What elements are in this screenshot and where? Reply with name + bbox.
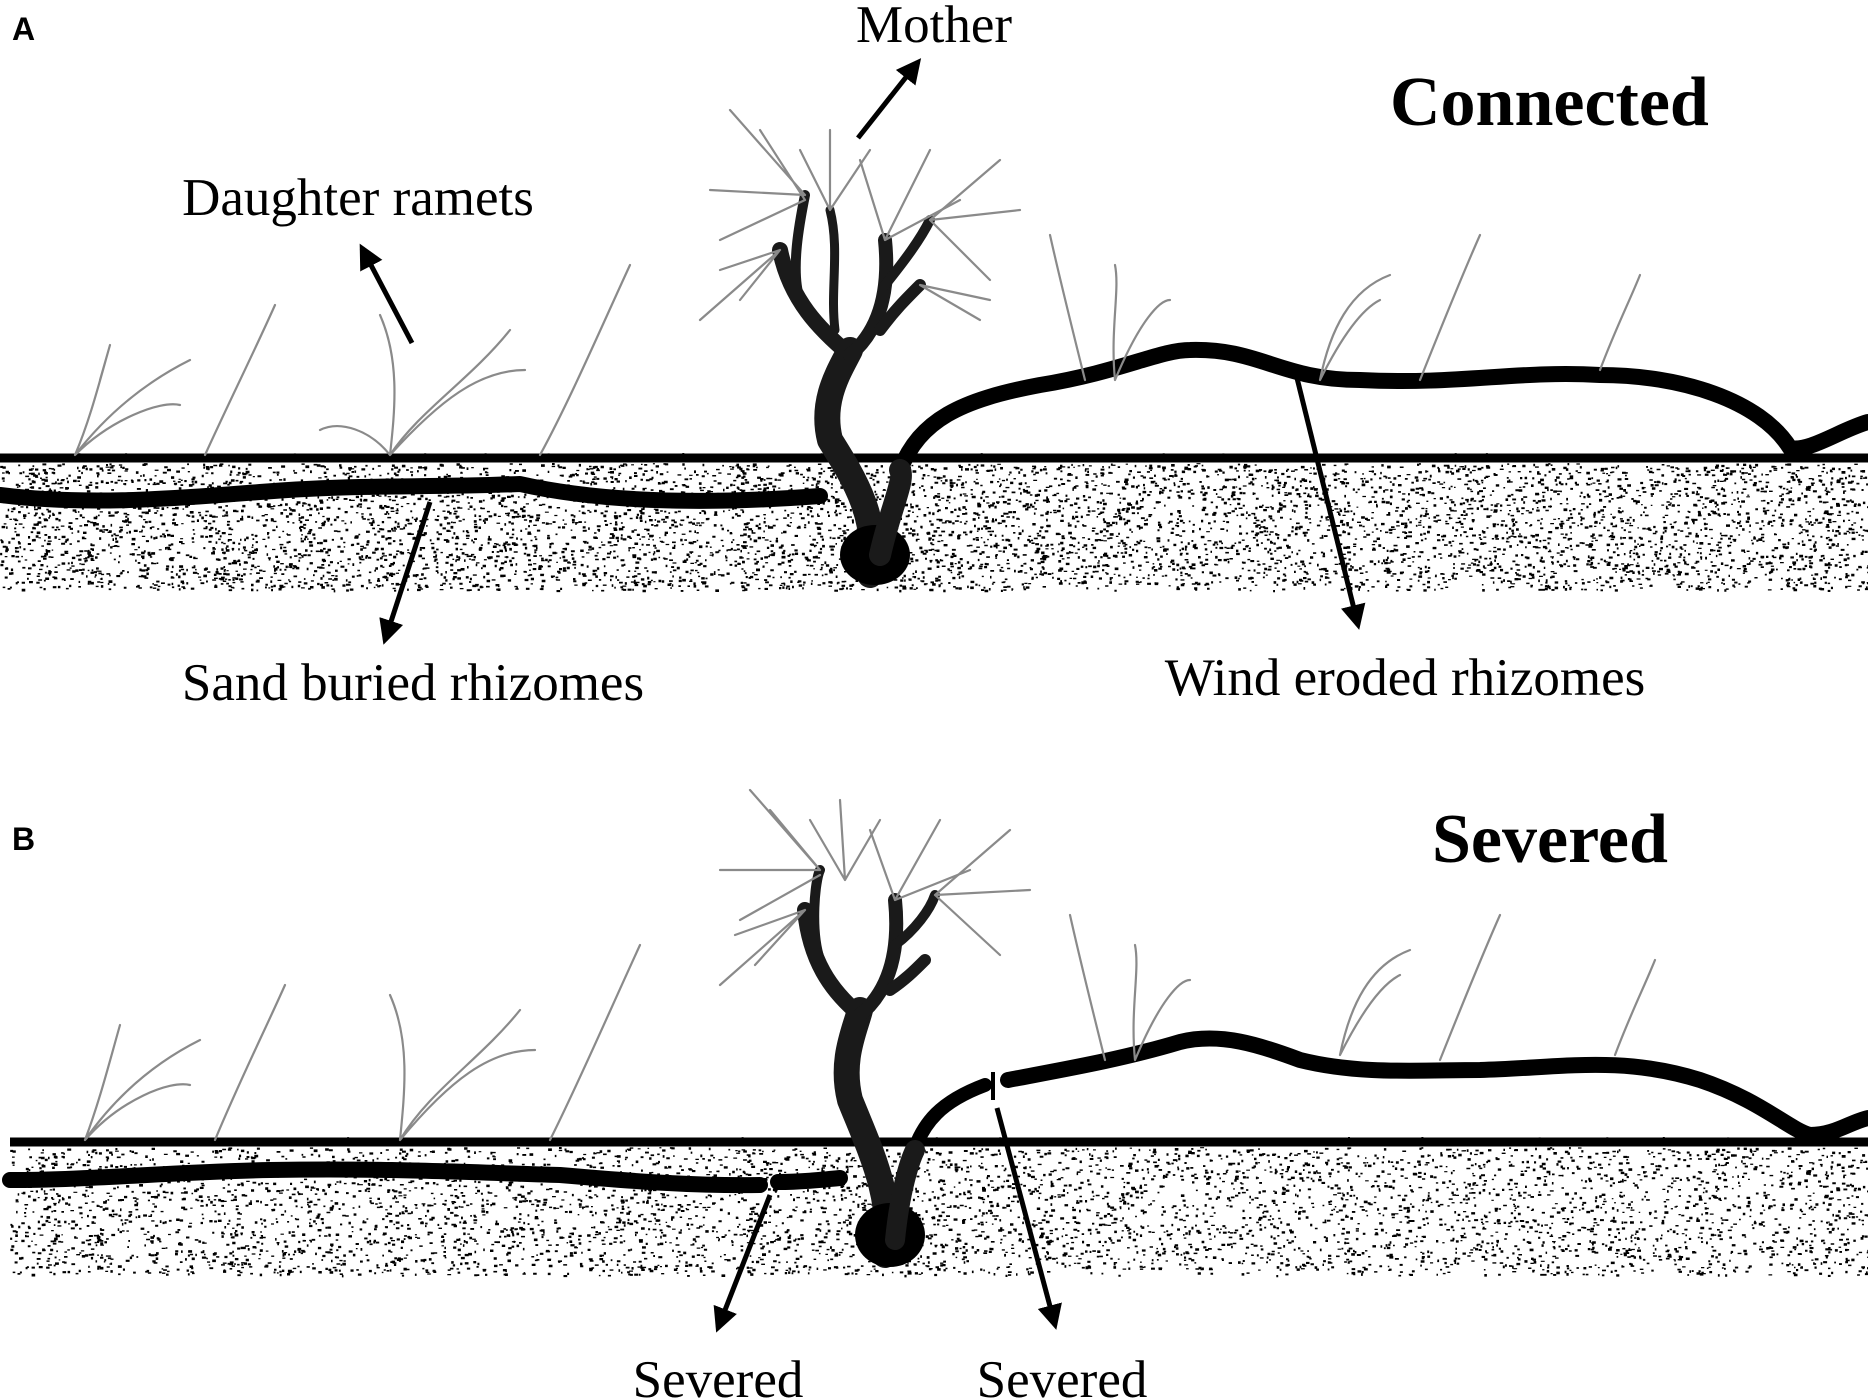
panel-b: B Severed xyxy=(2,788,1868,1399)
mother-shrub-b xyxy=(718,788,1032,1268)
severed-buried-rhizome xyxy=(2,1161,768,1194)
panel-b-letter: B xyxy=(12,821,35,857)
daughter-ramets-a xyxy=(73,233,1642,457)
panel-b-title: Severed xyxy=(1432,801,1668,878)
mother-shrub-a xyxy=(698,108,1022,588)
arrow-wind-eroded-rhizomes xyxy=(1294,377,1366,630)
label-sand-buried-rhizomes: Sand buried rhizomes xyxy=(182,654,644,712)
arrow-mother xyxy=(856,58,922,140)
panel-a-title: Connected xyxy=(1390,64,1709,141)
label-mother: Mother xyxy=(856,0,1012,54)
panel-a-letter: A xyxy=(12,11,35,47)
label-severed-right: Severed xyxy=(977,1351,1148,1399)
sand-layer-a xyxy=(0,453,1868,593)
sand-layer-b xyxy=(10,1137,1868,1278)
arrow-severed-right xyxy=(994,1107,1062,1330)
wind-eroded-rhizome xyxy=(892,341,1868,478)
sand-stipple xyxy=(0,463,1868,593)
sand-buried-rhizome xyxy=(0,476,828,509)
severed-eroded-rhizome xyxy=(1000,1030,1868,1143)
label-wind-eroded-rhizomes: Wind eroded rhizomes xyxy=(1165,649,1646,707)
arrow-severed-left xyxy=(713,1194,773,1333)
label-severed-left: Severed xyxy=(633,1351,804,1399)
panel-a: A Connected xyxy=(0,0,1868,712)
label-daughter-ramets: Daughter ramets xyxy=(182,169,534,227)
arrow-sand-buried-rhizomes xyxy=(379,501,433,645)
daughter-ramets-b xyxy=(83,913,1657,1142)
arrow-daughter-ramets xyxy=(359,243,415,345)
buried-rhizome-mother-side xyxy=(770,1170,848,1190)
